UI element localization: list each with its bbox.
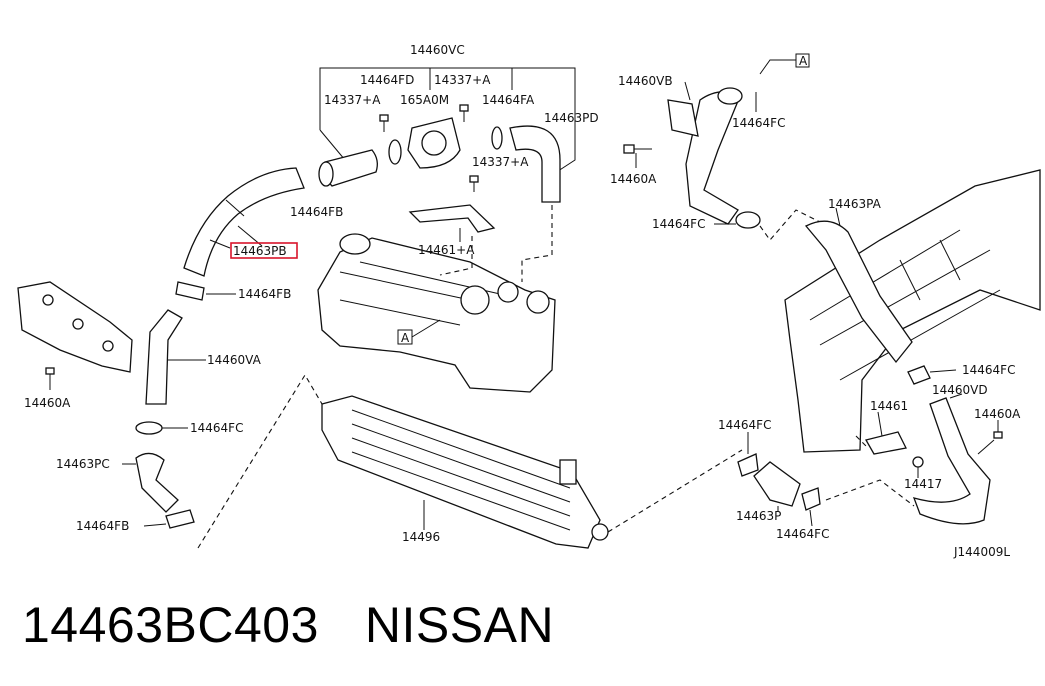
label-14464fb-mid: 14464FB: [238, 287, 291, 301]
label-14464fb-bottom: 14464FB: [76, 519, 129, 533]
label-14460va: 14460VA: [207, 353, 262, 367]
diagram-ref-code: J144009L: [953, 545, 1010, 559]
label-ref-a-2: A: [799, 54, 808, 68]
label-14464fb-top: 14464FB: [290, 205, 343, 219]
clamp-14464fc-p2: [801, 487, 821, 511]
engine-port: [497, 281, 519, 303]
clamp-14464fb-top: [318, 161, 334, 187]
label-14464fc-upper: 14464FC: [718, 418, 771, 432]
nut-14417: [912, 456, 924, 468]
bolt-14460a-top: [623, 144, 652, 168]
clamp-14464fc-p1: [737, 453, 759, 477]
hose-14463pc: [135, 452, 179, 513]
label-14464fd: 14464FD: [360, 73, 414, 87]
label-14464fc-lower: 14464FC: [776, 527, 829, 541]
label-14337a-1: 14337+A: [434, 73, 491, 87]
label-14464fc-side: 14464FC: [962, 363, 1015, 377]
label-14464fc-right: 14464FC: [652, 217, 705, 231]
bracket-14461a: [408, 204, 496, 233]
hose-14463p: [753, 461, 801, 507]
label-14460vc: 14460VC: [410, 43, 465, 57]
tube-14460vd: [912, 397, 991, 525]
label-14463pb: 14463PB: [233, 244, 287, 258]
label-14460vb: 14460VB: [618, 74, 673, 88]
bolt-14337a-1: [379, 114, 389, 132]
brand-name: NISSAN: [364, 597, 555, 653]
hose-14463pb: [183, 167, 305, 277]
engine-cap: [339, 233, 371, 255]
engine-block: [317, 237, 556, 393]
tube-14460vb: [685, 91, 741, 225]
label-14461: 14461: [870, 399, 908, 413]
label-14460a-right: 14460A: [974, 407, 1021, 421]
label-14463p: 14463P: [736, 509, 781, 523]
label-14496: 14496: [402, 530, 440, 544]
hose-14463pd: [509, 125, 561, 203]
bolt-14460a-right: [977, 420, 1003, 455]
intercooler-tank-bracket: [559, 459, 577, 485]
clamp-14464fb-mid: [175, 281, 205, 301]
intercooler-outlet: [591, 523, 609, 541]
clamp-14464fd: [388, 139, 402, 165]
label-14464fc-top: 14464FC: [732, 116, 785, 130]
clamp-14464fc-side: [907, 365, 931, 385]
mount-hole-2: [72, 318, 84, 330]
label-14337a-2: 14337+A: [324, 93, 381, 107]
clamp-14464fc-right: [735, 211, 761, 229]
clamp-14464fb-bottom: [165, 509, 195, 529]
engine-turbo: [460, 285, 490, 315]
bracket-14460vc: [319, 67, 576, 176]
parts-diagram: 14460VC 14464FD 14337+A 14337+A 165A0M 1…: [17, 43, 1041, 559]
label-14463pa: 14463PA: [828, 197, 882, 211]
label-14417: 14417: [904, 477, 942, 491]
label-14464fa: 14464FA: [482, 93, 535, 107]
mount-hole-3: [102, 340, 114, 352]
clamp-14464fa: [491, 126, 503, 150]
engine-pulley: [526, 290, 550, 314]
label-14463pd: 14463PD: [544, 111, 599, 125]
label-14463pc: 14463PC: [56, 457, 110, 471]
throttle-bore: [421, 130, 447, 156]
label-165a0m: 165A0M: [400, 93, 449, 107]
label-14461a: 14461+A: [418, 243, 475, 257]
label-14337a-3: 14337+A: [472, 155, 529, 169]
label-ref-a-1: A: [401, 331, 410, 345]
bolt-14337a-2: [459, 104, 469, 122]
mount-hole-1: [42, 294, 54, 306]
part-number: 14463BC403: [22, 597, 319, 653]
bolt-14460a-left: [45, 367, 55, 390]
tube-14460va: [145, 309, 183, 405]
bolt-14337a-3: [469, 175, 479, 192]
intercooler-14496: [321, 395, 601, 549]
highlight-box-14463pb: [230, 242, 298, 259]
label-14460a-left: 14460A: [24, 396, 71, 410]
bracket-14460vb: [667, 99, 699, 137]
clamp-14464fc-top: [717, 87, 743, 105]
label-14464fc-left: 14464FC: [190, 421, 243, 435]
clamp-14464fc-left: [135, 421, 163, 435]
label-14460vd: 14460VD: [932, 383, 988, 397]
label-14460a-top: 14460A: [610, 172, 657, 186]
bracket-14461: [865, 431, 907, 455]
hose-14463pa: [804, 220, 913, 364]
part-caption: 14463BC403 NISSAN: [22, 596, 600, 654]
